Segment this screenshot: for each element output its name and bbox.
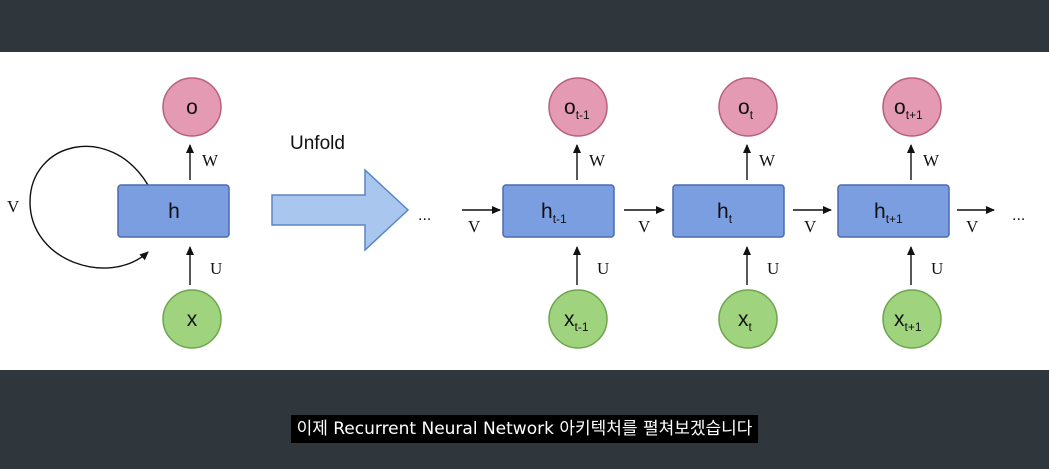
output-symbol-t: o — [738, 96, 750, 119]
step-t-minus-1: ot-1 W ht-1 U xt-1 — [502, 77, 615, 349]
unrolled-rnn: ... V ot-1 W ht-1 U xt-1 V ot W h — [418, 77, 1025, 349]
hidden-symbol-t-plus-1: h — [874, 200, 886, 223]
folded-rnn: V o W h U x — [7, 77, 230, 349]
output-symbol-t-plus-1: o — [894, 96, 906, 119]
input-node-t-minus-1 — [548, 289, 608, 349]
hidden-symbol-t: h — [717, 200, 729, 223]
subtitle-bar: 이제 Recurrent Neural Network 아키텍처를 펼쳐보겠습니… — [0, 415, 1049, 443]
u-label-t-plus-1: U — [931, 259, 943, 278]
input-subscript-t-plus-1: t+1 — [905, 320, 922, 334]
rnn-diagram: V o W h U x Unfold ... V ot-1 W ht-1 — [7, 77, 1025, 349]
folded-hidden-node — [117, 184, 230, 238]
output-label-t: ot — [738, 96, 754, 122]
folded-hidden-label: h — [168, 200, 180, 223]
folded-output-label: o — [186, 96, 198, 119]
u-label-t: U — [767, 259, 779, 278]
output-node-t-minus-1 — [548, 77, 608, 137]
input-node-t — [718, 289, 778, 349]
w-label-t-plus-1: W — [923, 151, 940, 170]
v-label-in: V — [468, 217, 481, 236]
hidden-node-t — [672, 184, 785, 238]
unfold-arrow: Unfold — [271, 133, 410, 252]
hidden-symbol-t-minus-1: h — [541, 200, 553, 223]
leading-ellipsis: ... — [418, 207, 431, 224]
output-label-t-minus-1: ot-1 — [564, 96, 590, 122]
v-label-out: V — [966, 217, 979, 236]
hidden-label-t-minus-1: ht-1 — [541, 200, 567, 226]
output-label-t-plus-1: ot+1 — [894, 96, 923, 122]
unfold-label: Unfold — [290, 133, 345, 154]
hidden-subscript-t-minus-1: t-1 — [553, 212, 567, 226]
unfold-arrow-shape — [271, 168, 410, 252]
folded-w-label: W — [202, 151, 219, 170]
folded-input-node — [162, 289, 222, 349]
recurrent-loop-arrow — [29, 145, 149, 269]
step-t: ot W ht U xt — [672, 77, 785, 349]
input-subscript-t-minus-1: t-1 — [575, 320, 589, 334]
trailing-ellipsis: ... — [1012, 207, 1025, 224]
hidden-node-t-plus-1 — [837, 184, 950, 238]
output-node-t — [718, 77, 778, 137]
folded-output-node — [162, 77, 222, 137]
input-label-t-minus-1: xt-1 — [564, 308, 589, 334]
output-node-t-plus-1 — [882, 77, 942, 137]
u-label-t-minus-1: U — [597, 259, 609, 278]
folded-v-label: V — [7, 197, 20, 216]
hidden-label-t: ht — [717, 200, 733, 226]
slide-panel: V o W h U x Unfold ... V ot-1 W ht-1 — [0, 52, 1049, 370]
input-subscript-t: t — [749, 320, 753, 334]
hidden-node-t-minus-1 — [502, 184, 615, 238]
output-symbol-t-minus-1: o — [564, 96, 576, 119]
v-label-t-to-t-plus-1: V — [804, 217, 817, 236]
output-subscript-t-minus-1: t-1 — [576, 108, 590, 122]
hidden-subscript-t-plus-1: t+1 — [886, 212, 903, 226]
v-label-t-minus-1-to-t: V — [638, 217, 651, 236]
hidden-label-t-plus-1: ht+1 — [874, 200, 903, 226]
output-subscript-t: t — [750, 108, 754, 122]
input-node-t-plus-1 — [882, 289, 942, 349]
input-symbol-t: x — [738, 308, 749, 331]
input-label-t: xt — [738, 308, 753, 334]
subtitle-caption: 이제 Recurrent Neural Network 아키텍처를 펼쳐보겠습니… — [290, 415, 759, 443]
w-label-t-minus-1: W — [589, 151, 606, 170]
w-label-t: W — [759, 151, 776, 170]
folded-u-label: U — [210, 259, 222, 278]
input-symbol-t-minus-1: x — [564, 308, 575, 331]
folded-input-label: x — [187, 308, 198, 331]
input-symbol-t-plus-1: x — [894, 308, 905, 331]
hidden-subscript-t: t — [729, 212, 733, 226]
step-t-plus-1: ot+1 W ht+1 U xt+1 — [837, 77, 950, 349]
input-label-t-plus-1: xt+1 — [894, 308, 922, 334]
output-subscript-t-plus-1: t+1 — [906, 108, 923, 122]
